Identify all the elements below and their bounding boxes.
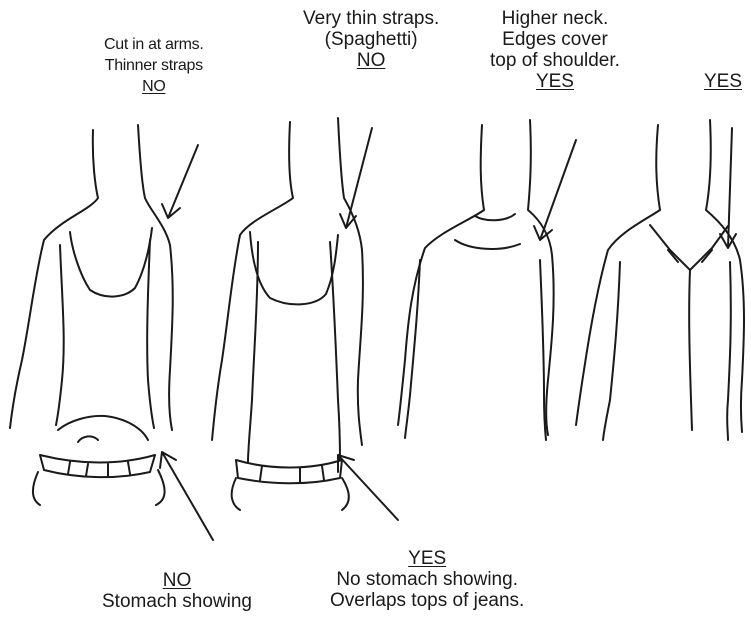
caption-line: top of shoulder. xyxy=(490,50,620,71)
caption-line: Very thin straps. xyxy=(303,8,439,29)
verdict-no-label: NO xyxy=(102,570,252,591)
caption-line: (Spaghetti) xyxy=(303,29,439,50)
caption-bottom-left: NO Stomach showing xyxy=(102,570,252,612)
caption-line: No stomach showing. xyxy=(330,569,524,590)
pointer-arrows xyxy=(160,128,736,540)
caption-figure-3: Higher neck. Edges cover top of shoulder… xyxy=(490,8,620,92)
figure-2-spaghetti-strap-top xyxy=(212,118,363,510)
caption-line: Higher neck. xyxy=(490,8,620,29)
caption-bottom-right: YES No stomach showing. Overlaps tops of… xyxy=(330,548,524,611)
caption-line: Overlaps tops of jeans. xyxy=(330,590,524,611)
figure-3-high-neck-top xyxy=(398,120,554,440)
verdict-no-label: NO xyxy=(104,76,204,97)
caption-figure-4: YES xyxy=(704,71,742,92)
figure-4-collared-shirt xyxy=(576,120,744,440)
caption-line: Stomach showing xyxy=(102,591,252,612)
verdict-no-label: NO xyxy=(303,50,439,71)
verdict-yes-label: YES xyxy=(330,548,524,569)
verdict-yes-label: YES xyxy=(704,71,742,92)
figure-1-tank-top-midriff xyxy=(10,125,173,505)
caption-line: Thinner straps xyxy=(104,55,204,76)
caption-figure-1: Cut in at arms. Thinner straps NO xyxy=(104,34,204,97)
caption-line: Cut in at arms. xyxy=(104,34,204,55)
caption-figure-2: Very thin straps. (Spaghetti) NO xyxy=(303,8,439,71)
caption-line: Edges cover xyxy=(490,29,620,50)
verdict-yes-label: YES xyxy=(490,71,620,92)
